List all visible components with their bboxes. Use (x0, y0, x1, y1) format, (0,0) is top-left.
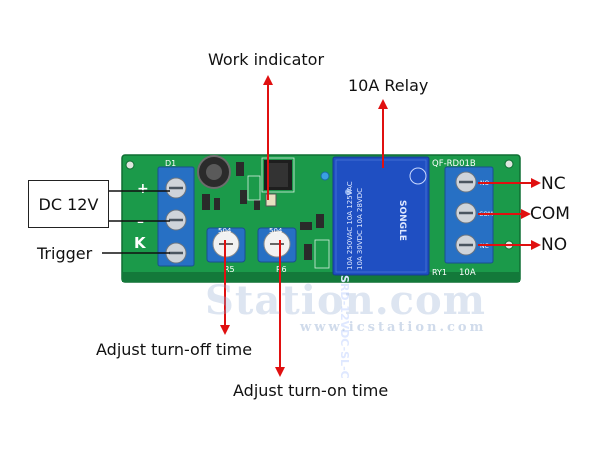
board-mark-minus: – (137, 214, 144, 230)
input-terminal-screws (165, 177, 187, 264)
pcb-edge (122, 272, 520, 282)
svg-text:10A 30VDC 10A 28VDC: 10A 30VDC 10A 28VDC (356, 188, 364, 270)
board-relay-ref: RY1 (432, 268, 447, 277)
pot-ref-r6: R6 (276, 265, 287, 274)
blue-indicator (320, 171, 330, 181)
callout-arrows (220, 75, 541, 377)
label-trigger: Trigger (37, 244, 93, 263)
label-adjust-turn-on: Adjust turn-on time (233, 381, 389, 400)
board-mark-plus: + (137, 181, 149, 197)
mounting-hole (125, 160, 135, 170)
label-nc: NC (541, 174, 566, 194)
pot-label-on: 504 (269, 227, 283, 235)
relay-markings: 10A 250VAC 10A 125VAC 10A 30VDC 10A 28VD… (338, 181, 407, 378)
board-mark-nc: NC (480, 243, 489, 250)
label-no: NO (541, 235, 568, 255)
svg-text:SONGLE: SONGLE (397, 200, 407, 241)
watermark-brand: Station.com (205, 277, 486, 324)
pot-ref-r5: R5 (224, 265, 235, 274)
watermark-url: www.icstation.com (300, 320, 487, 335)
label-com: COM (530, 204, 570, 224)
board-rating: 10A (459, 268, 476, 278)
label-relay: 10A Relay (348, 76, 429, 95)
board-mark-d1: D1 (165, 159, 176, 168)
board-model: QF-RD01B (432, 159, 476, 169)
pot-label-off: 504 (218, 227, 232, 235)
pcb-silkscreen (247, 157, 330, 269)
potentiometer-on (257, 227, 297, 263)
output-terminal-screws (455, 171, 477, 256)
label-work-indicator: Work indicator (208, 50, 325, 69)
smd-components (202, 162, 324, 260)
board-mark-k: K (134, 234, 147, 252)
wire-leads (102, 190, 170, 254)
svg-text:10A 250VAC 10A 125VAC: 10A 250VAC 10A 125VAC (346, 181, 354, 270)
mounting-hole (504, 159, 514, 169)
relay-body (332, 156, 430, 276)
svg-text:SRD-12VDC-SL-C: SRD-12VDC-SL-C (338, 275, 351, 379)
work-indicator-led (265, 193, 277, 207)
label-dc-12v: DC 12V (28, 180, 109, 228)
label-adjust-turn-off: Adjust turn-off time (96, 340, 253, 359)
